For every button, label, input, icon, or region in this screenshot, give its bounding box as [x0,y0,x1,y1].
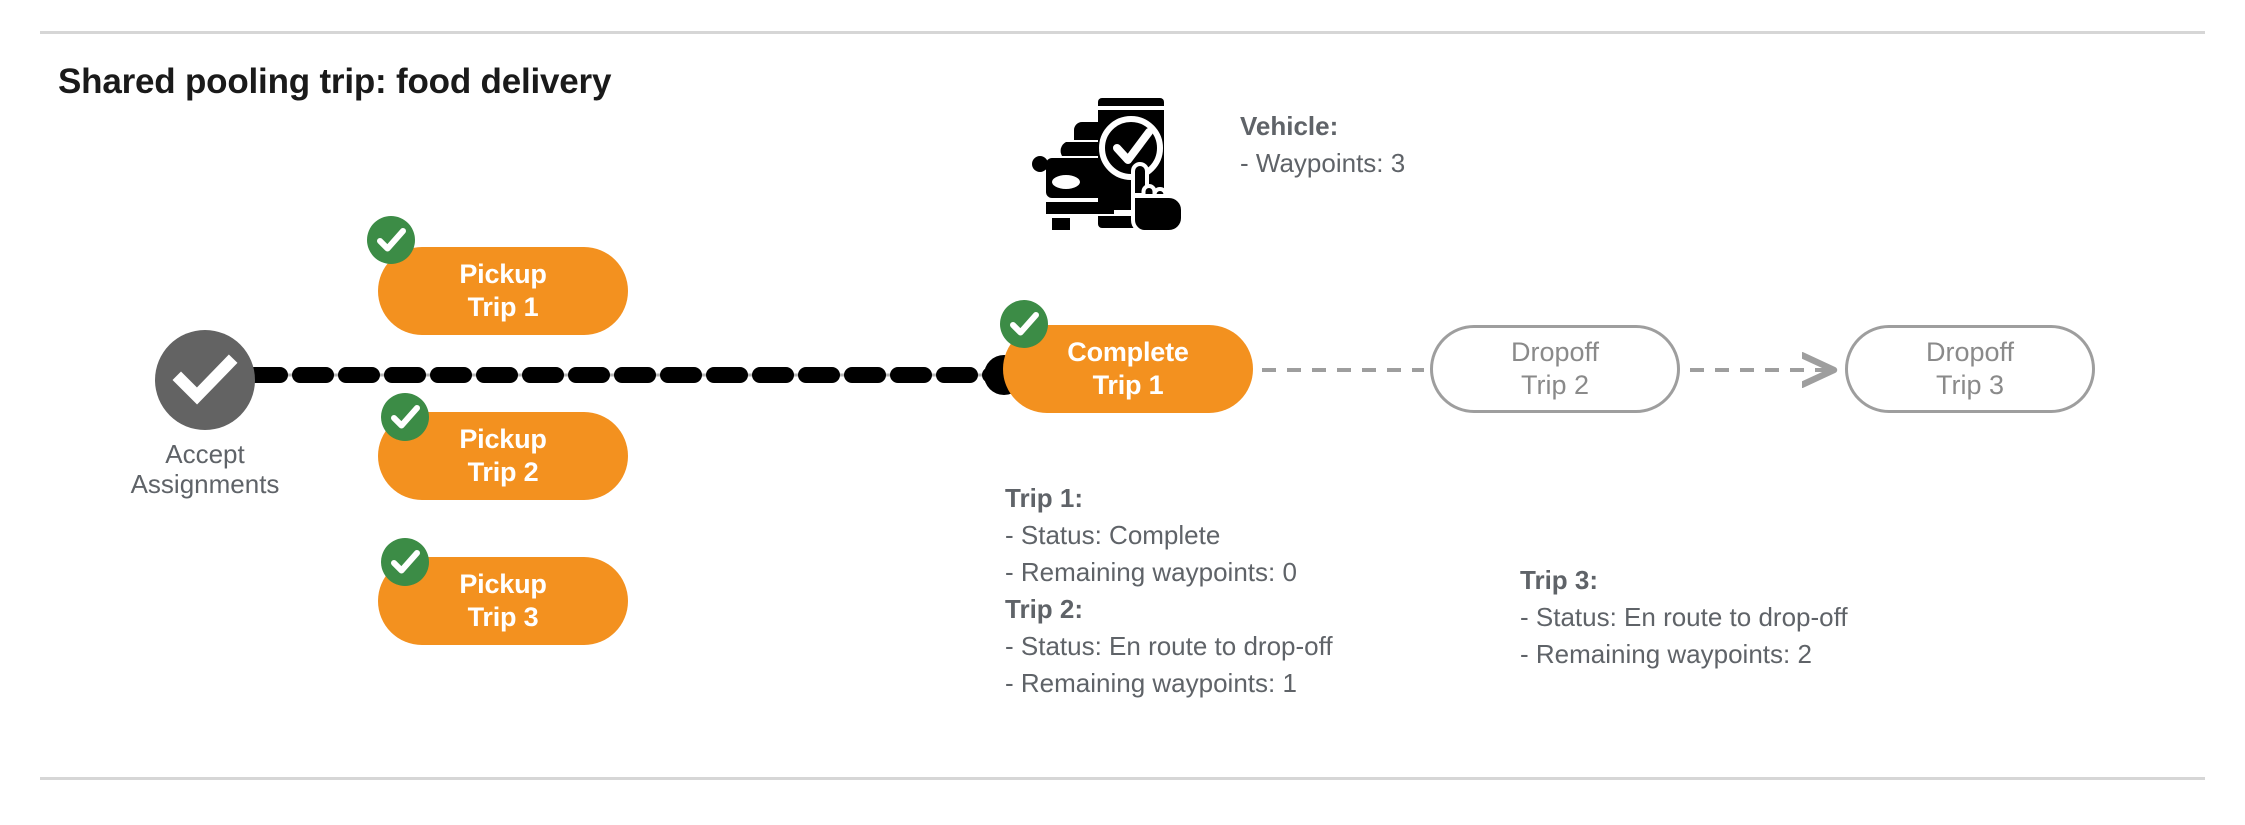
complete-trip-1-check-icon [1000,300,1048,348]
trip-2-waypoints-line: - Remaining waypoints: 1 [1005,667,1297,698]
complete-trip-1-line1: Complete [1067,337,1189,368]
accept-label-line2: Assignments [130,468,280,499]
accept-assignments-circle [155,330,255,430]
trip-3-info-block: Trip 3: - Status: En route to drop-off -… [1520,562,1848,673]
pickup-trip-1-line1: Pickup [459,259,547,290]
pickup-trip-2-node[interactable]: Pickup Trip 2 [378,412,628,500]
vehicle-info-heading: Vehicle: [1240,111,1339,141]
pickup-trip-2-line2: Trip 2 [467,457,539,487]
page-title: Shared pooling trip: food delivery [58,62,612,101]
dropoff-trip-3-node[interactable]: Dropoff Trip 3 [1845,325,2095,413]
dropoff-trip-3-line2: Trip 3 [1935,370,2004,400]
car-phone-check-icon [1032,98,1185,234]
trip-3-waypoints-line: - Remaining waypoints: 2 [1520,638,1812,669]
vehicle-waypoints-line: - Waypoints: 3 [1240,147,1406,178]
trip-2-heading: Trip 2: [1005,593,1084,624]
bottom-divider [40,777,2205,780]
vehicle-info-block: Vehicle: - Waypoints: 3 [1240,108,1405,182]
pickup-trip-1-check-icon [367,216,415,264]
trip-1-heading: Trip 1: [1005,483,1084,513]
complete-trip-1-line2: Trip 1 [1092,370,1164,400]
dropoff-trip-2-line2: Trip 2 [1520,370,1589,400]
pickup-trip-3-line2: Trip 3 [467,602,539,632]
pickup-trip-1-line2: Trip 1 [467,292,539,322]
trip-2-status-line: - Status: En route to drop-off [1005,630,1333,661]
complete-trip-1-node[interactable]: Complete Trip 1 [1003,325,1253,413]
pickup-trip-2-line1: Pickup [459,424,547,455]
pickup-trip-2-check-icon [381,393,429,441]
check-circle-icon [172,354,238,405]
trip-1-and-2-info-block: Trip 1: - Status: Complete - Remaining w… [1005,480,1333,701]
top-divider [40,31,2205,34]
trip-1-status-line: - Status: Complete [1005,519,1221,550]
accept-assignments-label: Accept Assignments [80,439,330,500]
dropoff-trip-2-line1: Dropoff [1510,337,1600,368]
accept-assignments-node[interactable]: Accept Assignments [131,330,279,499]
accept-label-line1: Accept [165,439,245,469]
trip-1-waypoints-line: - Remaining waypoints: 0 [1005,556,1297,587]
trip-3-heading: Trip 3: [1520,565,1599,595]
pickup-trip-3-line1: Pickup [459,569,547,600]
pickup-trip-3-check-icon [381,538,429,586]
dropoff-trip-3-line1: Dropoff [1925,337,2015,368]
trip-3-status-line: - Status: En route to drop-off [1520,601,1848,632]
pickup-trip-1-node[interactable]: Pickup Trip 1 [378,247,628,335]
dropoff-trip-2-node[interactable]: Dropoff Trip 2 [1430,325,1680,413]
